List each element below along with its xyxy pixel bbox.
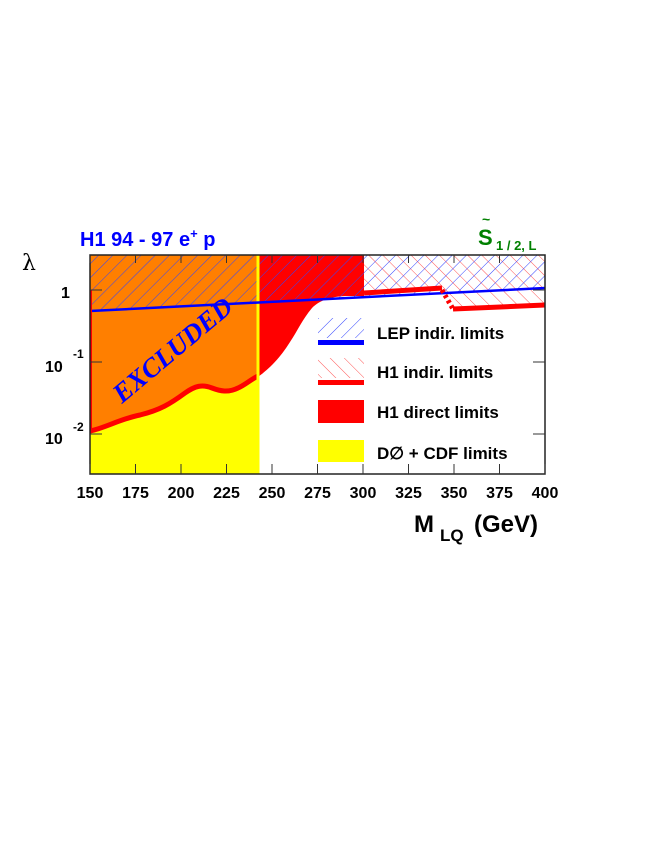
lep-limit-line bbox=[90, 286, 545, 313]
svg-text:350: 350 bbox=[441, 485, 468, 502]
svg-text:225: 225 bbox=[213, 485, 240, 502]
legend: LEP indir. limits H1 indir. limits H1 di… bbox=[318, 318, 508, 463]
svg-text:200: 200 bbox=[168, 485, 195, 502]
svg-text:375: 375 bbox=[486, 485, 513, 502]
svg-text:300: 300 bbox=[350, 485, 377, 502]
channel-label: ~ S 1 / 2, L bbox=[478, 211, 537, 253]
legend-label-lep: LEP indir. limits bbox=[377, 324, 504, 343]
svg-text:1: 1 bbox=[61, 285, 70, 302]
y-axis-label: λ bbox=[22, 251, 36, 276]
h1-indirect-limit-line bbox=[363, 285, 443, 296]
legend-label-h1-direct: H1 direct limits bbox=[377, 403, 499, 422]
svg-text:175: 175 bbox=[122, 485, 149, 502]
svg-text:10: 10 bbox=[45, 359, 63, 376]
svg-text:10: 10 bbox=[45, 431, 63, 448]
svg-text:400: 400 bbox=[532, 485, 559, 502]
svg-text:-2: -2 bbox=[73, 420, 84, 434]
chart-title: H1 94 - 97 e+ p bbox=[80, 226, 215, 251]
svg-text:1 / 2, L: 1 / 2, L bbox=[496, 238, 537, 253]
svg-text:(GeV): (GeV) bbox=[474, 511, 538, 538]
svg-text:275: 275 bbox=[304, 485, 331, 502]
y-tick-labels: 1 10 -1 10 -2 bbox=[45, 285, 84, 448]
svg-text:S: S bbox=[478, 225, 493, 250]
x-axis-label: M LQ (GeV) bbox=[414, 511, 538, 545]
svg-text:M: M bbox=[414, 511, 434, 538]
x-tick-labels: 150 175 200 225 250 275 300 325 350 375 … bbox=[77, 485, 559, 502]
svg-text:250: 250 bbox=[259, 485, 286, 502]
svg-text:325: 325 bbox=[395, 485, 422, 502]
svg-text:150: 150 bbox=[77, 485, 104, 502]
svg-text:LQ: LQ bbox=[440, 526, 464, 545]
plot-area bbox=[90, 255, 545, 474]
legend-label-h1-indirect: H1 indir. limits bbox=[377, 363, 493, 382]
legend-label-d0-cdf: D∅ + CDF limits bbox=[377, 444, 508, 463]
svg-text:~: ~ bbox=[482, 211, 490, 227]
h1-direct-limit-curve bbox=[90, 373, 260, 434]
svg-text:-1: -1 bbox=[73, 347, 84, 361]
axis-ticks bbox=[89, 255, 546, 474]
